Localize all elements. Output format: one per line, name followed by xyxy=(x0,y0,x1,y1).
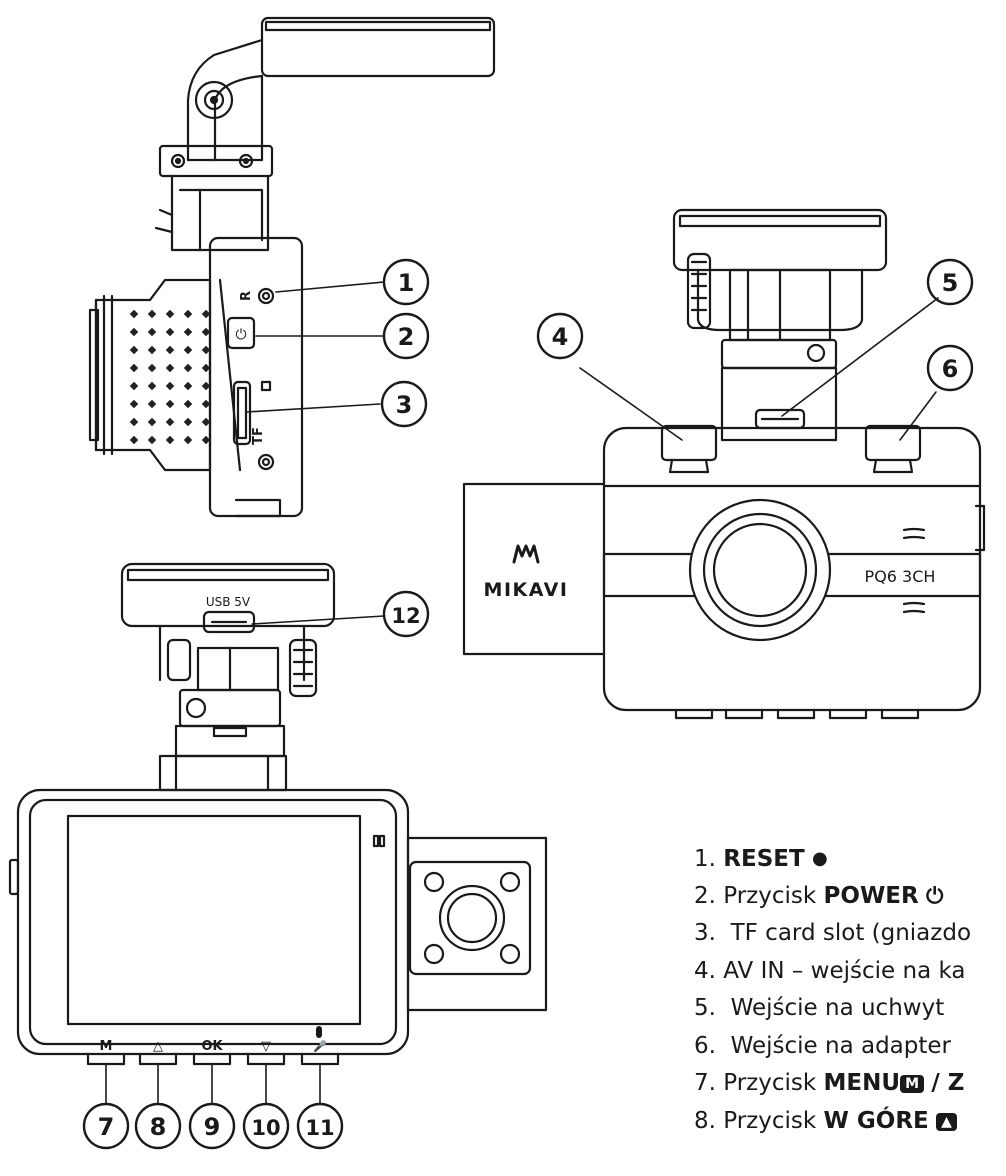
usb-port-label: USB 5V xyxy=(206,595,251,609)
callout-4: 4 xyxy=(552,323,569,351)
menu-key-icon: M xyxy=(900,1075,924,1093)
legend-item-1: 1. RESET ● xyxy=(694,846,828,872)
up-key-icon: ▲ xyxy=(936,1112,957,1131)
reset-side-label: R xyxy=(239,291,254,301)
callout-5: 5 xyxy=(942,269,959,297)
callout-circles xyxy=(82,258,974,1150)
legend-item-6: 6. Wejście na adapter xyxy=(694,1032,951,1059)
top-view xyxy=(120,562,336,792)
callout-6: 6 xyxy=(942,355,959,383)
side-view: ⏻ xyxy=(88,16,496,518)
callout-12: 12 xyxy=(391,604,420,628)
legend-item-3: 3. TF card slot (gniazdo xyxy=(694,920,972,946)
callout-11: 11 xyxy=(305,1116,334,1140)
legend-item-2: 2. Przycisk POWER ⏻ xyxy=(694,882,944,909)
rear-view xyxy=(8,788,548,1066)
tf-side-label: TF xyxy=(251,427,266,445)
legend-item-4: 4. AV IN – wejście na ka xyxy=(694,957,966,984)
legend-item-5: 5. Wejście na uchwyt xyxy=(694,995,945,1021)
callout-3: 3 xyxy=(396,391,413,419)
callout-7: 7 xyxy=(98,1113,115,1141)
leader-lines xyxy=(105,281,939,1105)
model-label: PQ6 3CH xyxy=(865,567,936,586)
front-view xyxy=(462,208,986,720)
callout-1: 1 xyxy=(398,269,415,297)
button-label-down: ▽ xyxy=(261,1039,271,1054)
svg-text:⏻: ⏻ xyxy=(235,326,246,342)
callout-2: 2 xyxy=(398,323,415,351)
component-legend: 1. RESET ● 2. Przycisk POWER ⏻ 3. TF car… xyxy=(694,840,1006,1176)
button-label-m: M xyxy=(100,1039,113,1054)
power-icon: ⏻ xyxy=(926,883,944,909)
button-label-ok: OK xyxy=(201,1039,223,1054)
callout-9: 9 xyxy=(204,1113,221,1141)
button-label-mic: 🎤 xyxy=(313,1039,327,1053)
button-label-up: △ xyxy=(153,1039,163,1054)
callout-10: 10 xyxy=(251,1116,280,1140)
legend-item-8: 8. Przycisk W GÓRE ▲ xyxy=(694,1103,1006,1141)
brand-logo-text: MIKAVI xyxy=(484,579,569,601)
callout-8: 8 xyxy=(150,1113,167,1141)
